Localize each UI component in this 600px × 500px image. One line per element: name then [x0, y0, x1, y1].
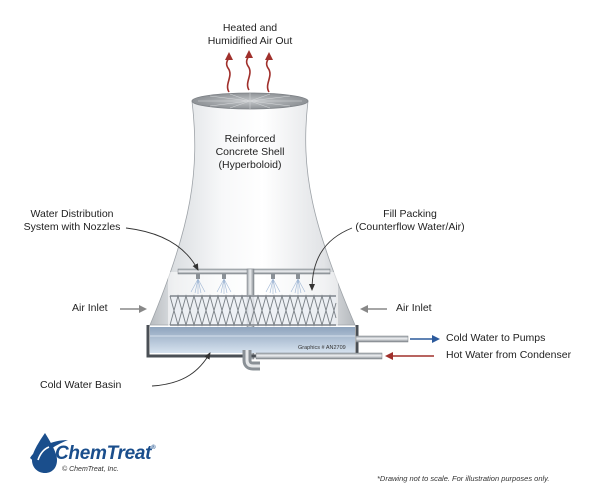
hot-air-arrow-2: [245, 53, 251, 91]
label-air-inlet-right: Air Inlet: [396, 302, 432, 314]
hot-air-arrow-1: [225, 55, 231, 93]
label-air-out: Heated and Humidified Air Out: [207, 22, 293, 47]
nozzle-4: [290, 274, 306, 294]
hot-water-flow-arrow: [385, 352, 434, 360]
label-shell: Reinforced Concrete Shell (Hyperboloid): [215, 133, 285, 171]
leader-lines: [125, 227, 353, 387]
hot-water-return-pipe: [255, 352, 383, 360]
spray-nozzles: [190, 274, 306, 294]
label-fill-packing: Fill Packing (Counterflow Water/Air): [355, 208, 465, 233]
disclaimer-note: *Drawing not to scale. For illustration …: [377, 474, 550, 483]
air-inlet-arrow-right: [360, 305, 387, 313]
nozzle-2: [216, 274, 232, 294]
leader-cold-water-basin: [151, 352, 211, 387]
top-grating: [198, 93, 302, 109]
leader-fill-packing: [309, 227, 353, 291]
fill-packing: [169, 294, 337, 327]
air-inlet-arrow-left: [120, 305, 147, 313]
label-cold-water-basin: Cold Water Basin: [40, 379, 122, 391]
leader-water-distribution: [125, 227, 199, 271]
graphics-id: Graphics # AN2709: [298, 345, 346, 351]
nozzle-3: [265, 274, 281, 294]
label-air-inlet-left: Air Inlet: [72, 302, 108, 314]
label-cold-water-to-pumps: Cold Water to Pumps: [446, 332, 546, 344]
nozzle-1: [190, 274, 206, 294]
heated-air-arrows: [225, 53, 271, 93]
water-drop-swoosh-icon: [30, 433, 68, 473]
label-hot-water-from-condenser: Hot Water from Condenser: [446, 349, 572, 361]
copyright-text: © ChemTreat, Inc.: [62, 466, 119, 473]
hot-air-arrow-3: [265, 55, 271, 93]
cold-water-flow-arrow: [410, 335, 440, 343]
cold-water-outlet-pipe: [355, 335, 409, 343]
brand-logo-text: ChemTreat®: [55, 443, 156, 464]
cold-water-basin: [146, 325, 359, 358]
label-water-distribution: Water Distribution System with Nozzles: [23, 208, 121, 233]
